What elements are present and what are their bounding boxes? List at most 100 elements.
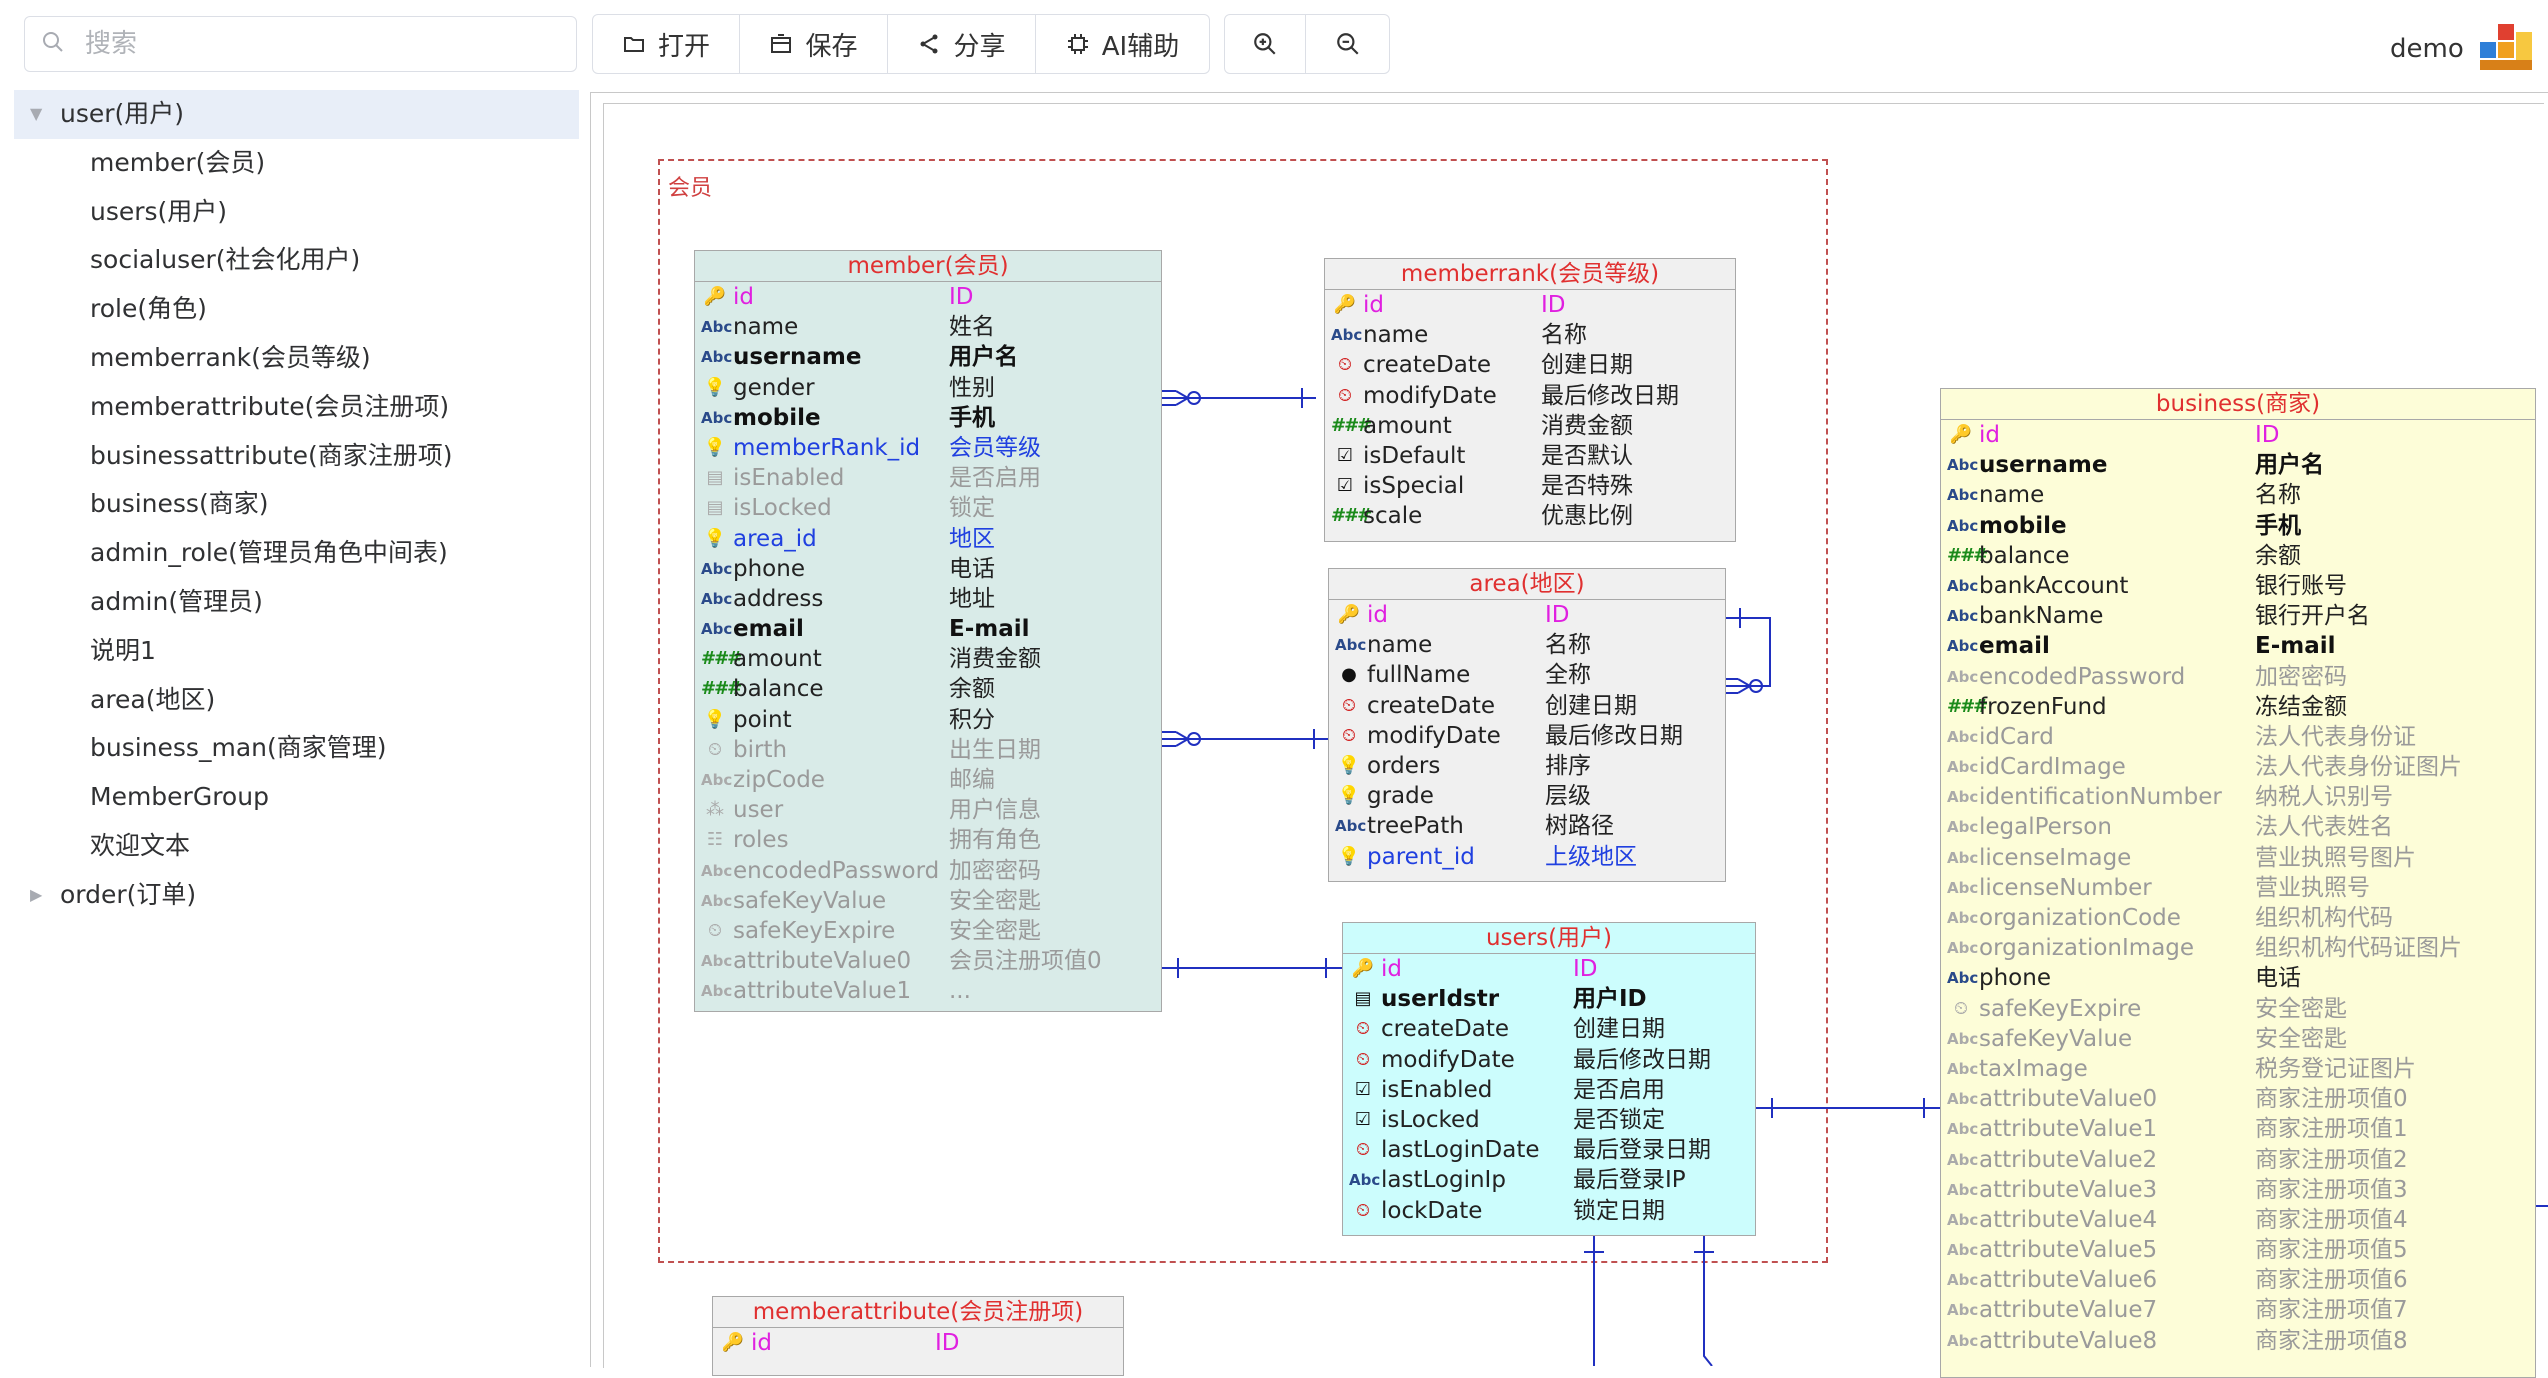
save-button[interactable]: 保存 — [740, 14, 888, 74]
tree-item[interactable]: 说明1 — [14, 627, 579, 676]
zoom-out-button[interactable] — [1306, 14, 1390, 74]
username-label[interactable]: demo — [2390, 34, 2464, 64]
tree-item[interactable]: socialuser(社会化用户) — [14, 236, 579, 285]
caret-right-icon[interactable]: ▶ — [30, 884, 43, 904]
tree-item[interactable]: MemberGroup — [14, 773, 579, 822]
app-logo-icon[interactable] — [2478, 22, 2534, 77]
tree-item[interactable]: 欢迎文本 — [14, 822, 579, 871]
share-button[interactable]: 分享 — [888, 14, 1036, 74]
tree-item[interactable]: member(会员) — [14, 139, 579, 188]
tree-item[interactable]: admin(管理员) — [14, 578, 579, 627]
tree-item[interactable]: area(地区) — [14, 676, 579, 725]
tree-item[interactable]: admin_role(管理员角色中间表) — [14, 529, 579, 578]
tree-item[interactable]: memberattribute(会员注册项) — [14, 383, 579, 432]
tree-item[interactable]: business_man(商家管理) — [14, 724, 579, 773]
tree-item[interactable]: users(用户) — [14, 188, 579, 237]
open-button[interactable]: 打开 — [592, 14, 740, 74]
search-box[interactable] — [24, 16, 577, 72]
search-input[interactable] — [83, 28, 547, 60]
group-box-member[interactable] — [658, 159, 1828, 1263]
tree-group-item[interactable]: ▶order(订单) — [14, 871, 579, 920]
zoom-in-button[interactable] — [1224, 14, 1306, 74]
tree-group-item[interactable]: ▼user(用户) — [14, 90, 579, 139]
tree-item[interactable]: memberrank(会员等级) — [14, 334, 579, 383]
